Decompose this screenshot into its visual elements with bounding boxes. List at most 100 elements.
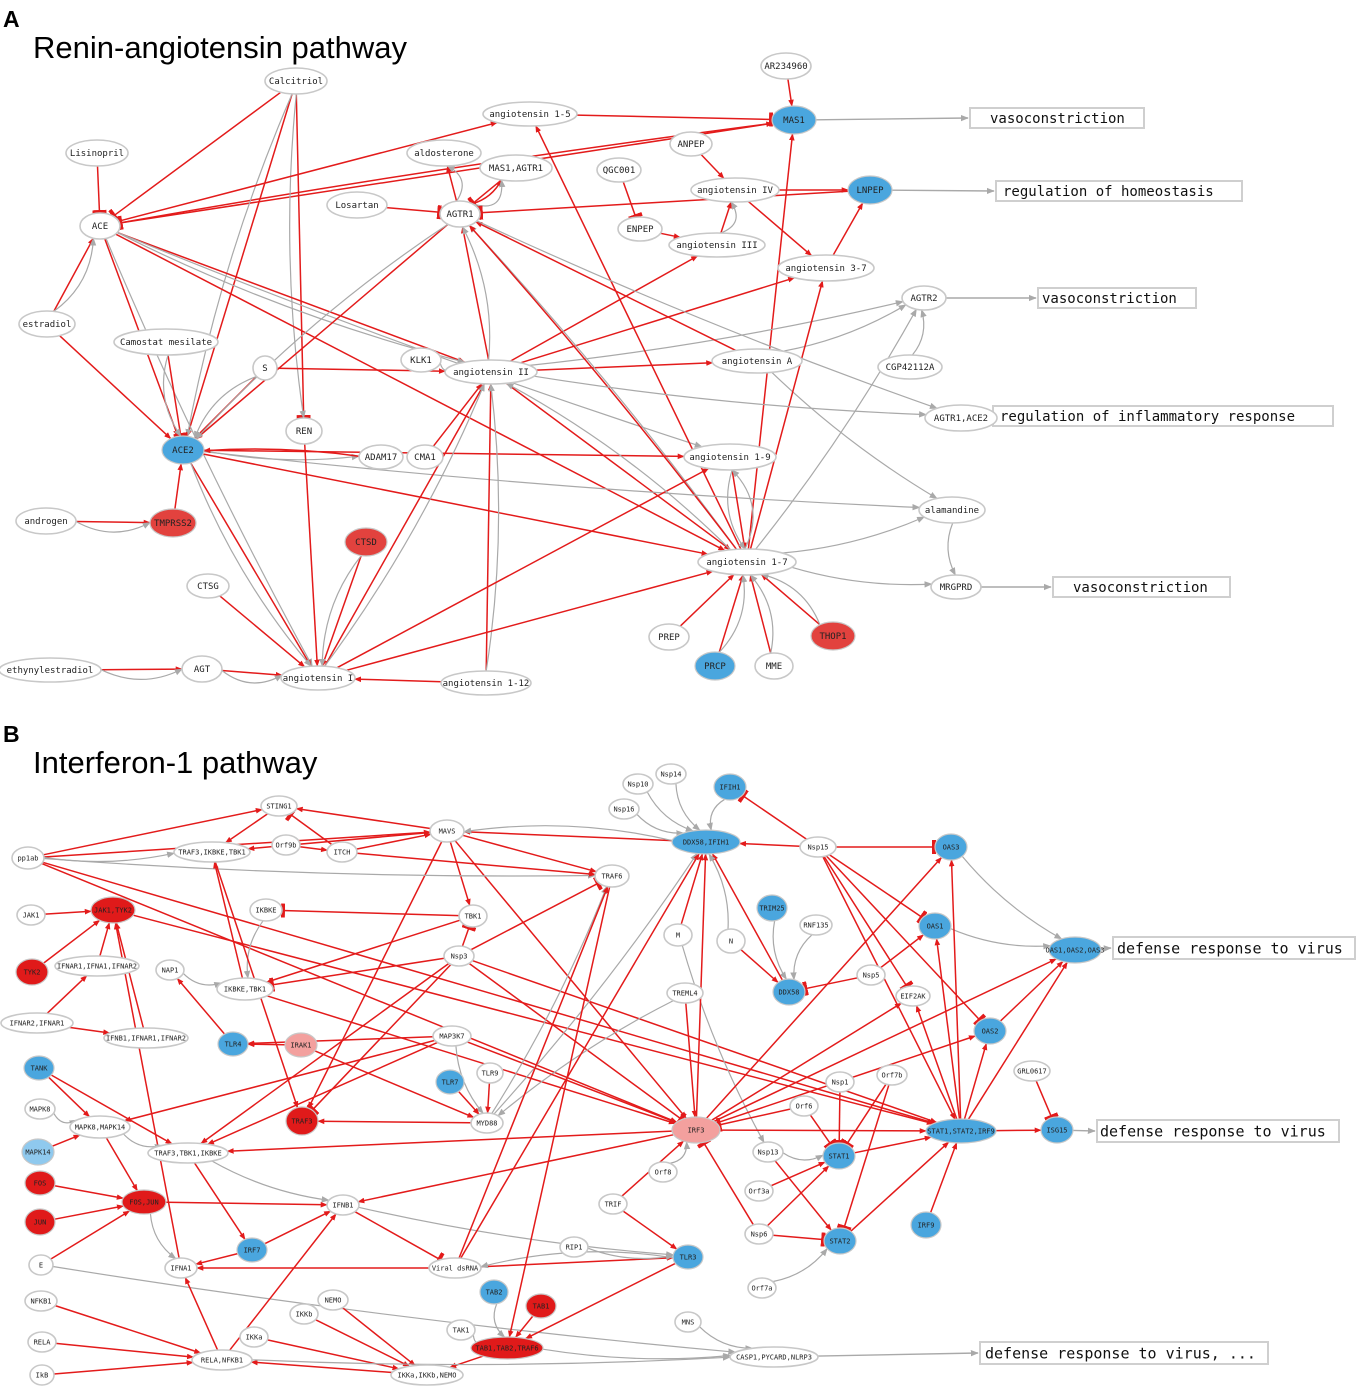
- node-jak1-tyk2[interactable]: JAK1,TYK2: [90, 896, 136, 924]
- node-eif2ak[interactable]: EIF2AK: [895, 985, 931, 1007]
- node-ikka-ikkb-nemo[interactable]: IKKa,IKKb,NEMO: [390, 1364, 464, 1386]
- node-mme[interactable]: MME: [754, 652, 794, 680]
- node-ifnar2-ifnar1[interactable]: IFNAR2,IFNAR1: [0, 1012, 74, 1034]
- node-ikb[interactable]: IkB: [29, 1364, 55, 1386]
- node-tab1-tab2-traf6[interactable]: TAB1,TAB2,TRAF6: [470, 1336, 544, 1360]
- node-irf7[interactable]: IRF7: [236, 1237, 268, 1263]
- node-alamandine[interactable]: alamandine: [918, 496, 986, 524]
- node-tlr3[interactable]: TLR3: [672, 1244, 704, 1270]
- node-ikka[interactable]: IKKa: [239, 1326, 269, 1348]
- node-mrgprd[interactable]: MRGPRD: [930, 574, 982, 600]
- node-angiotensin-iii[interactable]: angiotensin III: [668, 232, 766, 258]
- node-ikbke[interactable]: IKBKE: [249, 898, 283, 922]
- node-mavs[interactable]: MAVS: [429, 819, 465, 843]
- node-oas1-oas2-oas3[interactable]: OAS1,OAS2,OAS3: [1045, 936, 1105, 964]
- node-calcitriol[interactable]: Calcitriol: [264, 67, 328, 95]
- node-estradiol[interactable]: estradiol: [18, 310, 76, 338]
- node-ifnb1[interactable]: IFNB1: [326, 1194, 360, 1216]
- node-orf6[interactable]: Orf6: [789, 1095, 819, 1117]
- node-nsp14[interactable]: Nsp14: [655, 763, 687, 785]
- node-mas1[interactable]: MAS1: [771, 105, 817, 135]
- node-isg15[interactable]: ISG15: [1040, 1116, 1074, 1144]
- node-ren[interactable]: REN: [285, 417, 323, 445]
- node-prep[interactable]: PREP: [648, 623, 690, 651]
- node-ddx58[interactable]: DDX58: [772, 978, 806, 1006]
- node-aldosterone[interactable]: aldosterone: [406, 139, 482, 167]
- node-tlr7[interactable]: TLR7: [435, 1069, 465, 1095]
- node-stat1[interactable]: STAT1: [822, 1142, 856, 1170]
- node-angiotensin-1-9[interactable]: angiotensin 1-9: [683, 443, 777, 471]
- node-e[interactable]: E: [28, 1254, 54, 1276]
- node-androgen[interactable]: androgen: [15, 507, 77, 535]
- node-orf8[interactable]: Orf8: [648, 1161, 678, 1183]
- node-angiotensin-3-7[interactable]: angiotensin 3-7: [777, 254, 875, 282]
- node-nemo[interactable]: NEMO: [317, 1289, 349, 1311]
- node-camostat-mesilate[interactable]: Camostat mesilate: [113, 328, 219, 356]
- node-angiotensin-1-12[interactable]: angiotensin 1-12: [440, 670, 532, 696]
- node-nfkb1[interactable]: NFKB1: [24, 1290, 58, 1312]
- node-lisinopril[interactable]: Lisinopril: [65, 139, 129, 167]
- node-mas1-agtr1[interactable]: MAS1,AGTR1: [479, 154, 553, 182]
- node-orf9b[interactable]: Orf9b: [271, 834, 301, 856]
- node-cgp42112a[interactable]: CGP42112A: [877, 354, 943, 380]
- node-angiotensin-iv[interactable]: angiotensin IV: [690, 177, 780, 203]
- node-oas3[interactable]: OAS3: [934, 833, 968, 861]
- node-tyk2[interactable]: TYK2: [15, 958, 49, 986]
- node-lnpep[interactable]: LNPEP: [847, 175, 893, 205]
- node-traf3-tbk1-ikbke[interactable]: TRAF3,TBK1,IKBKE: [147, 1142, 229, 1164]
- node-agtr2[interactable]: AGTR2: [901, 285, 947, 311]
- node-oas2[interactable]: OAS2: [973, 1017, 1007, 1045]
- node-irf9[interactable]: IRF9: [910, 1211, 942, 1239]
- node-nsp3[interactable]: Nsp3: [443, 945, 475, 967]
- node-enpep[interactable]: ENPEP: [617, 216, 663, 242]
- node-nsp16[interactable]: Nsp16: [608, 798, 640, 820]
- node-nsp6[interactable]: Nsp6: [744, 1223, 774, 1245]
- node-ifna1[interactable]: IFNA1: [164, 1257, 198, 1279]
- node-nsp5[interactable]: Nsp5: [856, 964, 886, 986]
- node-trim25[interactable]: TRIM25: [756, 894, 788, 922]
- node-sting1[interactable]: STING1: [260, 795, 298, 817]
- node-cma1[interactable]: CMA1: [406, 444, 444, 470]
- node-ikbke-tbk1[interactable]: IKBKE,TBK1: [216, 977, 274, 1001]
- node-ikkb[interactable]: IKKb: [289, 1303, 319, 1325]
- node-angiotensin-1-7[interactable]: angiotensin 1-7: [697, 548, 797, 576]
- node-rela[interactable]: RELA: [27, 1331, 57, 1353]
- node-agtr1[interactable]: AGTR1: [439, 200, 481, 228]
- node-adam17[interactable]: ADAM17: [358, 444, 404, 470]
- node-klk1[interactable]: KLK1: [400, 347, 442, 373]
- node-itch[interactable]: ITCH: [326, 841, 358, 863]
- node-ifnb1-ifnar1-ifnar2[interactable]: IFNB1,IFNAR1,IFNAR2: [103, 1027, 189, 1049]
- node-ace2[interactable]: ACE2: [161, 435, 205, 465]
- node-tmprss2[interactable]: TMPRSS2: [149, 508, 197, 538]
- node-ifih1[interactable]: IFIH1: [713, 773, 747, 801]
- node-trif[interactable]: TRIF: [598, 1193, 628, 1215]
- node-qgc001[interactable]: QGC001: [596, 157, 642, 183]
- node-viral-dsrna[interactable]: Viral dsRNA: [428, 1257, 482, 1279]
- node-casp1-pycard-nlrp3[interactable]: CASP1,PYCARD,NLRP3: [729, 1346, 819, 1368]
- node-ethynylestradiol[interactable]: ethynylestradiol: [0, 657, 102, 683]
- node-ddx58-ifih1[interactable]: DDX58,IFIH1: [671, 829, 741, 855]
- node-traf3-ikbke-tbk1[interactable]: TRAF3,IKBKE,TBK1: [173, 841, 251, 863]
- node-ar234960[interactable]: AR234960: [760, 52, 812, 80]
- node-ace[interactable]: ACE: [79, 212, 121, 240]
- node-nap1[interactable]: NAP1: [155, 959, 185, 981]
- node-grl0617[interactable]: GRL0617: [1013, 1060, 1051, 1082]
- node-tak1[interactable]: TAK1: [446, 1319, 476, 1341]
- node-traf6[interactable]: TRAF6: [594, 864, 630, 888]
- node-m[interactable]: M: [663, 923, 693, 947]
- node-stat1-stat2-irf9[interactable]: STAT1,STAT2,IRF9: [925, 1118, 997, 1144]
- node-fos-jun[interactable]: FOS,JUN: [121, 1189, 167, 1215]
- node-mns[interactable]: MNS: [674, 1311, 702, 1333]
- node-anpep[interactable]: ANPEP: [669, 131, 713, 157]
- node-s[interactable]: S: [252, 355, 278, 381]
- node-pp1ab[interactable]: pp1ab: [11, 846, 45, 870]
- node-nsp10[interactable]: Nsp10: [622, 773, 654, 795]
- node-ctsg[interactable]: CTSG: [186, 573, 230, 599]
- node-mapk8[interactable]: MAPK8: [24, 1098, 56, 1120]
- node-angiotensin-ii[interactable]: angiotensin II: [444, 359, 538, 385]
- node-traf3[interactable]: TRAF3: [285, 1106, 319, 1136]
- node-orf7a[interactable]: Orf7a: [747, 1277, 777, 1299]
- node-losartan[interactable]: Losartan: [326, 191, 388, 219]
- node-agtr1-ace2[interactable]: AGTR1,ACE2: [924, 404, 998, 432]
- node-irak1[interactable]: IRAK1: [284, 1032, 318, 1058]
